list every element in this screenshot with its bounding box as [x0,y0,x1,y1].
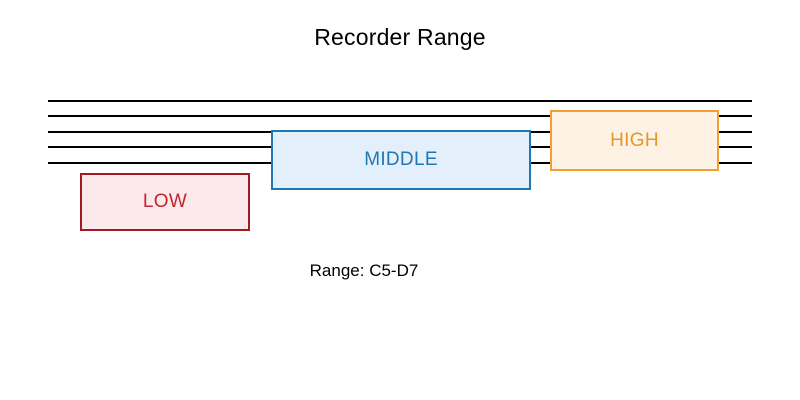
staff-line-1 [48,100,752,102]
range-label-middle: MIDDLE [364,149,438,170]
range-label-high: HIGH [610,129,659,151]
range-label-low: LOW [142,191,188,212]
range-caption: Range: C5-D7 [309,261,419,280]
range-box-middle[interactable]: MIDDLE [271,130,531,190]
page-title: Recorder Range [314,24,486,50]
range-box-high[interactable]: HIGH [550,110,719,171]
staff-line-2 [48,115,752,117]
range-box-low[interactable]: LOW [80,173,250,231]
